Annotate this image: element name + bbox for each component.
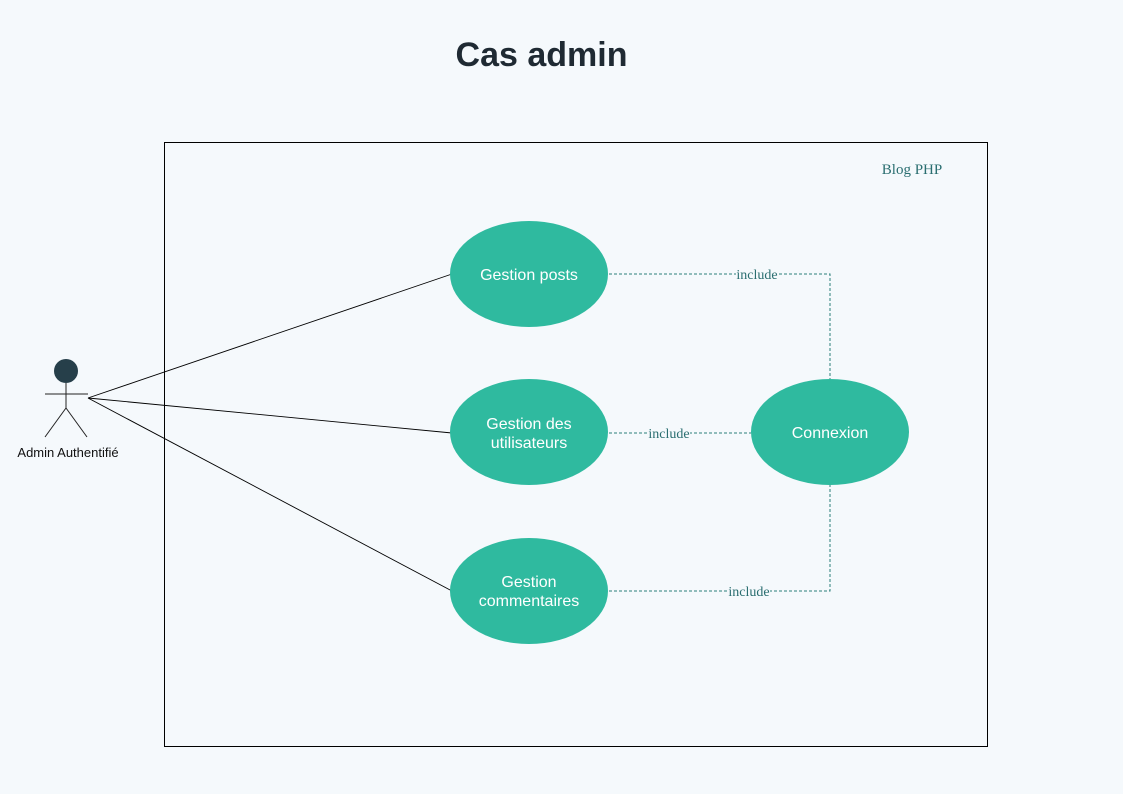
include-label-users: include <box>648 427 689 442</box>
actor-head <box>54 359 78 383</box>
actor-left-leg <box>44 407 67 438</box>
use-case-label: utilisateurs <box>491 435 567 452</box>
include-label-comments: include <box>728 585 769 600</box>
include-label-bg <box>648 425 690 441</box>
actor-label: Admin Authentifié <box>17 445 118 460</box>
actor-admin[interactable]: Admin Authentifié <box>17 359 119 460</box>
use-case-label: Gestion <box>501 574 556 591</box>
association-comments <box>87 397 453 592</box>
use-case-label: commentaires <box>479 593 579 610</box>
use-case-gestion-utilisateurs[interactable]: Gestion des utilisateurs <box>450 379 608 485</box>
association-posts <box>87 273 453 399</box>
use-case-label: Gestion posts <box>480 267 578 284</box>
include-line-comments <box>609 485 831 592</box>
actor-right-leg <box>65 407 88 438</box>
system-name: Blog PHP <box>882 162 942 178</box>
page-title: Cas admin <box>455 36 628 74</box>
use-case-connexion[interactable]: Connexion <box>751 379 909 485</box>
use-case-gestion-posts[interactable]: Gestion posts <box>450 221 608 327</box>
association-users <box>87 397 453 434</box>
system-boundary <box>164 142 988 747</box>
use-case-label: Gestion des <box>486 416 571 433</box>
include-label-bg <box>728 583 770 599</box>
use-case-gestion-commentaires[interactable]: Gestion commentaires <box>450 538 608 644</box>
use-case-label: Connexion <box>792 425 869 442</box>
include-label-posts: include <box>736 268 777 283</box>
include-line-posts <box>609 273 831 380</box>
include-label-bg <box>736 266 778 282</box>
